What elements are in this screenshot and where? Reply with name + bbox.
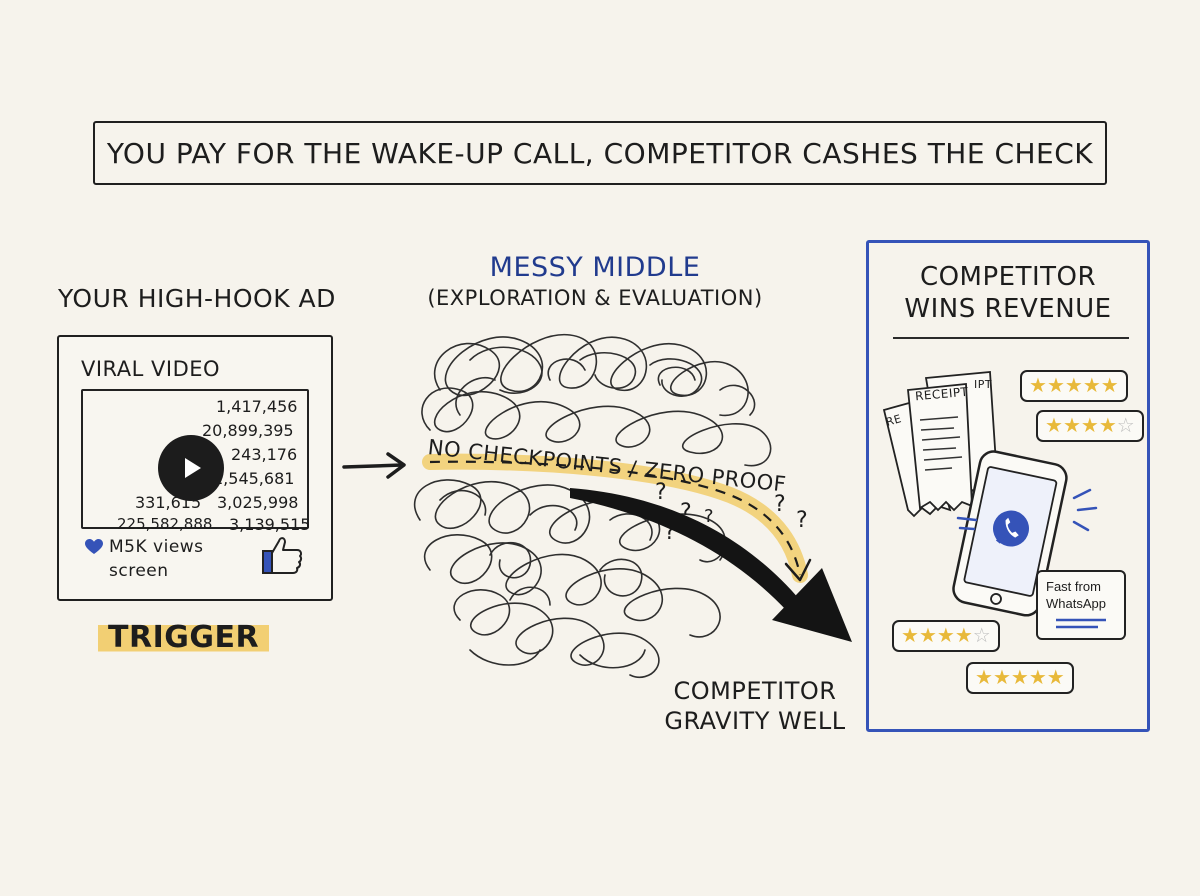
play-icon [185, 458, 201, 478]
whatsapp-message-bubble: Fast from WhatsApp [1036, 570, 1126, 640]
competitor-title-line-2: WINS REVENUE [904, 294, 1112, 324]
question-mark: ? [796, 508, 809, 533]
gravity-well-label: COMPETITOR GRAVITY WELL [640, 676, 870, 736]
rating-bubble: ★★★★☆ [1036, 410, 1144, 442]
gravity-line-1: COMPETITOR [673, 677, 837, 705]
messy-middle-subtitle: (EXPLORATION & EVALUATION) [427, 286, 763, 310]
page-title: YOU PAY FOR THE WAKE-UP CALL, COMPETITOR… [106, 136, 1094, 170]
star-filled-icon: ★ [918, 625, 937, 647]
stat-number: 225,582,888 [117, 515, 213, 533]
stat-number: 243,176 [231, 445, 298, 464]
star-filled-icon: ★ [1098, 415, 1117, 437]
divider [893, 337, 1129, 339]
rating-stars: ★★★★☆ [1045, 415, 1135, 437]
star-filled-icon: ★ [1062, 415, 1081, 437]
thumbs-up-icon [262, 537, 303, 574]
question-mark: ? [774, 492, 787, 517]
competitor-panel: COMPETITOR WINS REVENUE [866, 240, 1150, 732]
star-filled-icon: ★ [954, 625, 973, 647]
receipt-label: IPT [974, 378, 993, 391]
competitor-title: COMPETITOR WINS REVENUE [869, 261, 1147, 325]
star-filled-icon: ★ [1028, 667, 1047, 689]
star-filled-icon: ★ [975, 667, 993, 689]
views-count: M5K views [109, 537, 204, 557]
star-empty-icon: ☆ [972, 625, 991, 647]
play-button[interactable] [158, 435, 224, 501]
stat-number: 20,899,395 [202, 421, 294, 440]
star-filled-icon: ★ [1046, 375, 1065, 397]
title-banner: YOU PAY FOR THE WAKE-UP CALL, COMPETITOR… [93, 121, 1107, 185]
star-filled-icon: ★ [1100, 375, 1119, 397]
heart-icon [85, 539, 103, 554]
whatsapp-text-line-1: Fast from [1046, 579, 1101, 594]
star-filled-icon: ★ [1082, 375, 1101, 397]
question-mark: ? [680, 500, 693, 525]
messy-middle-title: MESSY MIDDLE [489, 252, 701, 283]
arrow-right-icon [342, 452, 406, 479]
rating-bubble: ★★★★★ [1020, 370, 1128, 402]
message-lines-icon [1056, 618, 1106, 629]
messy-scribble [413, 334, 772, 678]
whatsapp-text-line-2: WhatsApp [1046, 596, 1106, 611]
star-filled-icon: ★ [1046, 667, 1065, 689]
star-filled-icon: ★ [992, 667, 1011, 689]
stat-number: 1,417,456 [216, 397, 298, 416]
ad-heading: YOUR HIGH-HOOK AD [58, 284, 336, 313]
star-filled-icon: ★ [1045, 415, 1063, 437]
gravity-line-2: GRAVITY WELL [664, 707, 846, 735]
competitor-title-line-1: COMPETITOR [919, 262, 1097, 292]
star-filled-icon: ★ [901, 625, 919, 647]
views-row: M5K views [85, 537, 204, 557]
rating-stars: ★★★★☆ [901, 625, 991, 647]
video-screen: 1,417,456 20,899,395 243,176 1,545,681 3… [81, 389, 310, 534]
viral-video-label: VIRAL VIDEO [81, 357, 221, 381]
rating-stars: ★★★★★ [975, 667, 1065, 689]
no-checkpoint-path [422, 453, 812, 583]
whatsapp-text: Fast from WhatsApp [1046, 578, 1106, 612]
rating-bubble: ★★★★☆ [892, 620, 1000, 652]
viral-video-card: VIRAL VIDEO 1,417,456 20,899,395 243,176… [57, 335, 333, 601]
star-filled-icon: ★ [1080, 415, 1099, 437]
question-mark: ? [704, 506, 715, 527]
rating-stars: ★★★★★ [1029, 375, 1119, 397]
gravity-arrow-icon [570, 488, 852, 642]
star-filled-icon: ★ [936, 625, 955, 647]
star-filled-icon: ★ [1064, 375, 1083, 397]
star-filled-icon: ★ [1010, 667, 1029, 689]
star-filled-icon: ★ [1029, 375, 1047, 397]
question-mark: ? [655, 480, 668, 505]
stat-number: 3,025,998 [217, 493, 299, 512]
stat-number: 1,545,681 [213, 469, 295, 488]
rating-bubble: ★★★★★ [966, 662, 1074, 694]
stat-number: 3,139,515 [229, 515, 311, 534]
question-mark: ? [664, 520, 677, 545]
trigger-label: TRIGGER [98, 618, 270, 657]
star-empty-icon: ☆ [1116, 415, 1135, 437]
screen-label: screen [109, 561, 169, 581]
